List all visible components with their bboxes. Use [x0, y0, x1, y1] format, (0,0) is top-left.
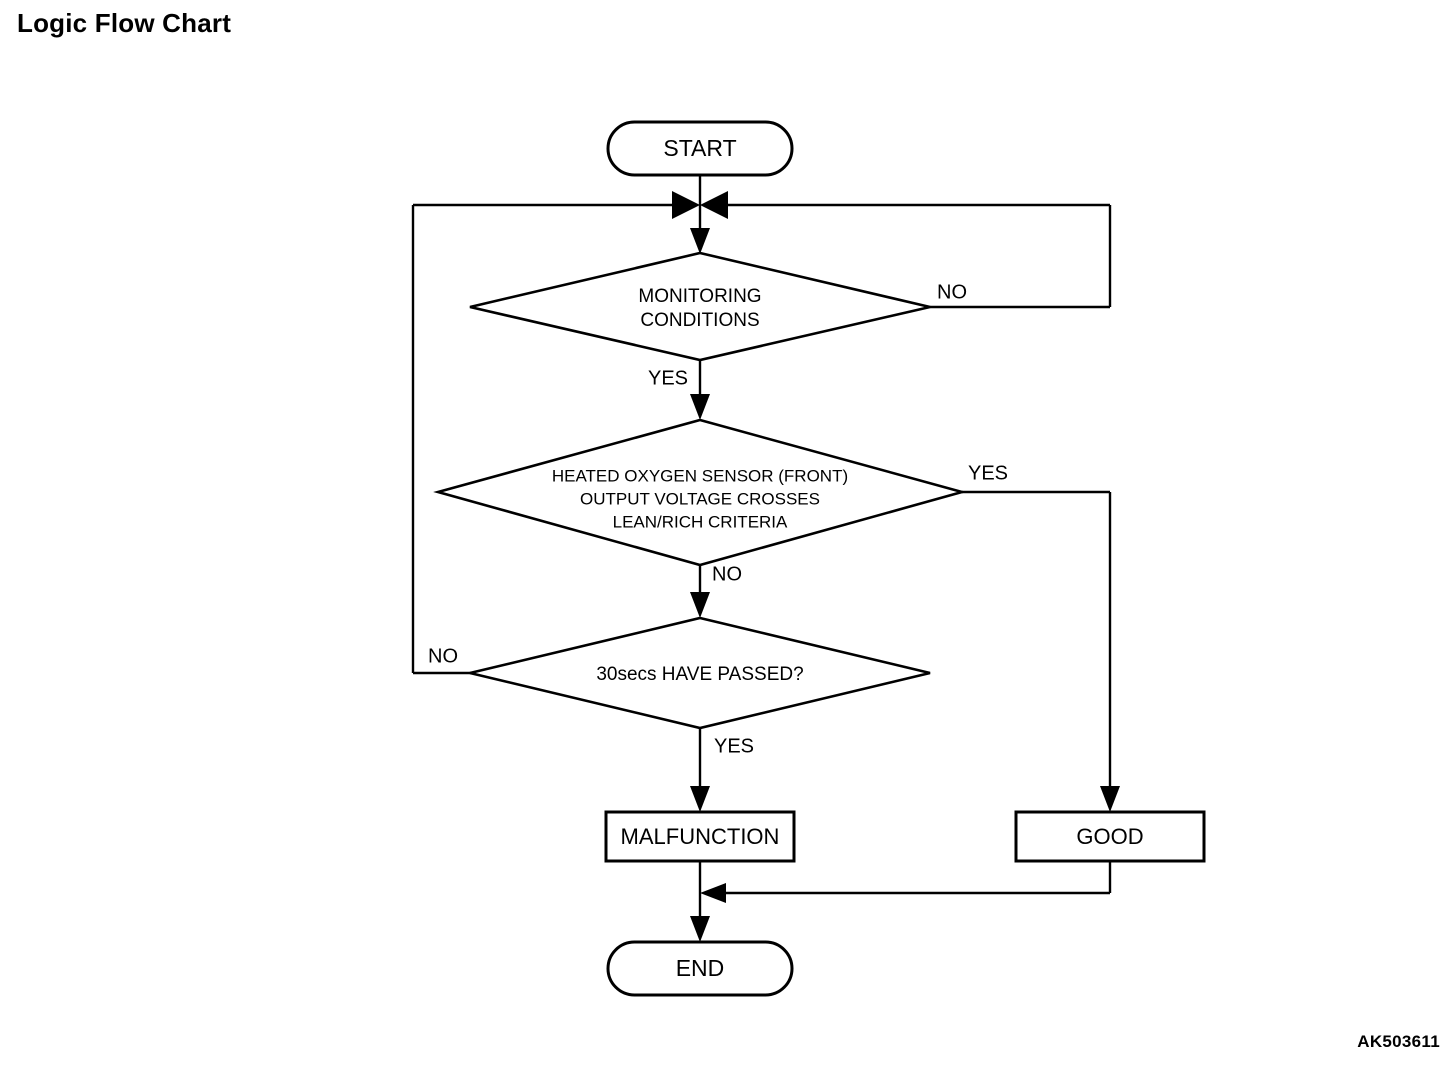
merge-arrow-left-icon — [672, 191, 700, 219]
arrow-good-merge-icon — [700, 883, 726, 903]
arrow-into-good-icon — [1100, 786, 1120, 812]
node-end[interactable] — [606, 940, 794, 997]
figure-code: AK503611 — [1357, 1032, 1440, 1051]
node-malfunction[interactable] — [604, 810, 796, 863]
node-good[interactable] — [1014, 810, 1206, 863]
node-monitoring-label-line1: MONITORING — [638, 286, 761, 307]
arrow-into-malfunction-icon — [690, 786, 710, 812]
node-good-label: GOOD — [1076, 824, 1143, 849]
node-timer-label: 30secs HAVE PASSED? — [596, 664, 803, 685]
node-monitoring-label-line2: CONDITIONS — [640, 310, 759, 331]
node-o2-label-line2: OUTPUT VOLTAGE CROSSES — [580, 489, 820, 508]
arrow-into-o2sensor-icon — [690, 394, 710, 420]
branch-label-o2-yes: YES — [968, 462, 1008, 484]
node-o2-sensor-condition[interactable] — [433, 418, 967, 567]
node-o2-label-line1: HEATED OXYGEN SENSOR (FRONT) — [552, 466, 848, 485]
branch-label-timer-no: NO — [428, 645, 458, 667]
arrow-into-end-icon — [690, 916, 710, 942]
branch-label-monitoring-yes: YES — [648, 367, 688, 389]
node-start-label: START — [663, 135, 736, 161]
node-malfunction-label: MALFUNCTION — [621, 824, 780, 849]
branch-label-monitoring-no: NO — [937, 281, 967, 303]
page-title: Logic Flow Chart — [17, 8, 232, 38]
arrow-into-monitoring-icon — [690, 228, 710, 254]
node-start[interactable] — [606, 120, 794, 177]
node-end-label: END — [676, 955, 725, 981]
branch-label-o2-no: NO — [712, 563, 742, 585]
merge-arrow-right-icon — [700, 191, 728, 219]
node-timer-condition[interactable] — [469, 616, 931, 730]
branch-label-timer-yes: YES — [714, 735, 754, 757]
node-o2-label-line3: LEAN/RICH CRITERIA — [613, 512, 788, 531]
node-monitoring-conditions[interactable] — [469, 251, 931, 362]
arrow-into-timer-icon — [690, 592, 710, 618]
